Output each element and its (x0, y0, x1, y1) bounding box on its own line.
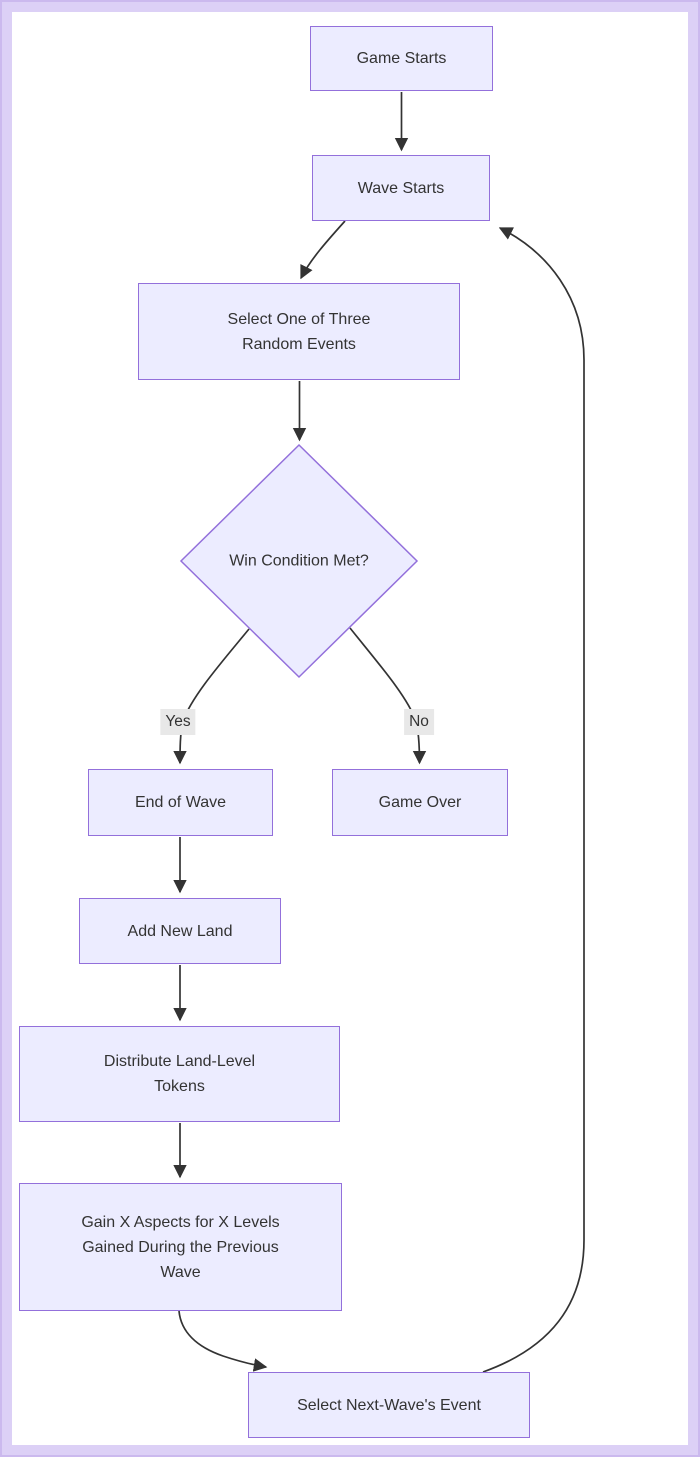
edge-wave-starts-to-select-event (300, 220, 346, 280)
node-game-over: Game Over (332, 769, 508, 836)
node-label: Gain X Aspects for X Levels Gained Durin… (81, 1213, 280, 1281)
node-end-of-wave: End of Wave (88, 769, 273, 836)
node-win-condition-label: Win Condition Met? (189, 549, 409, 574)
edge-win-condition-yes-to-end-of-wave (173, 628, 250, 765)
node-label: Distribute Land-Level Tokens (103, 1053, 256, 1095)
node-label: Win Condition Met? (229, 552, 369, 570)
node-select-event: Select One of Three Random Events (138, 283, 460, 380)
node-label: Select One of Three Random Events (227, 310, 371, 353)
node-label: Game Starts (356, 50, 447, 67)
node-distribute-tokens: Distribute Land-Level Tokens (19, 1026, 340, 1122)
node-label: Select Next-Wave's Event (297, 1396, 481, 1414)
node-label: Add New Land (127, 922, 233, 940)
node-add-new-land: Add New Land (79, 898, 281, 964)
node-label: End of Wave (134, 794, 226, 811)
node-label: Game Over (378, 794, 462, 811)
edge-label-yes: Yes (160, 709, 196, 735)
edge-label-no: No (404, 709, 434, 735)
node-wave-starts: Wave Starts (312, 155, 490, 221)
node-game-starts: Game Starts (310, 26, 493, 91)
edge-win-condition-no-to-game-over (349, 627, 427, 765)
node-label: Wave Starts (357, 179, 445, 197)
edge-gain-aspects-to-select-next-wave (178, 1310, 268, 1372)
decision-diamond-shape (179, 443, 419, 679)
node-gain-aspects: Gain X Aspects for X Levels Gained Durin… (19, 1183, 342, 1311)
edge-select-next-wave-to-wave-starts (482, 227, 585, 1373)
node-select-next-wave: Select Next-Wave's Event (248, 1372, 530, 1438)
